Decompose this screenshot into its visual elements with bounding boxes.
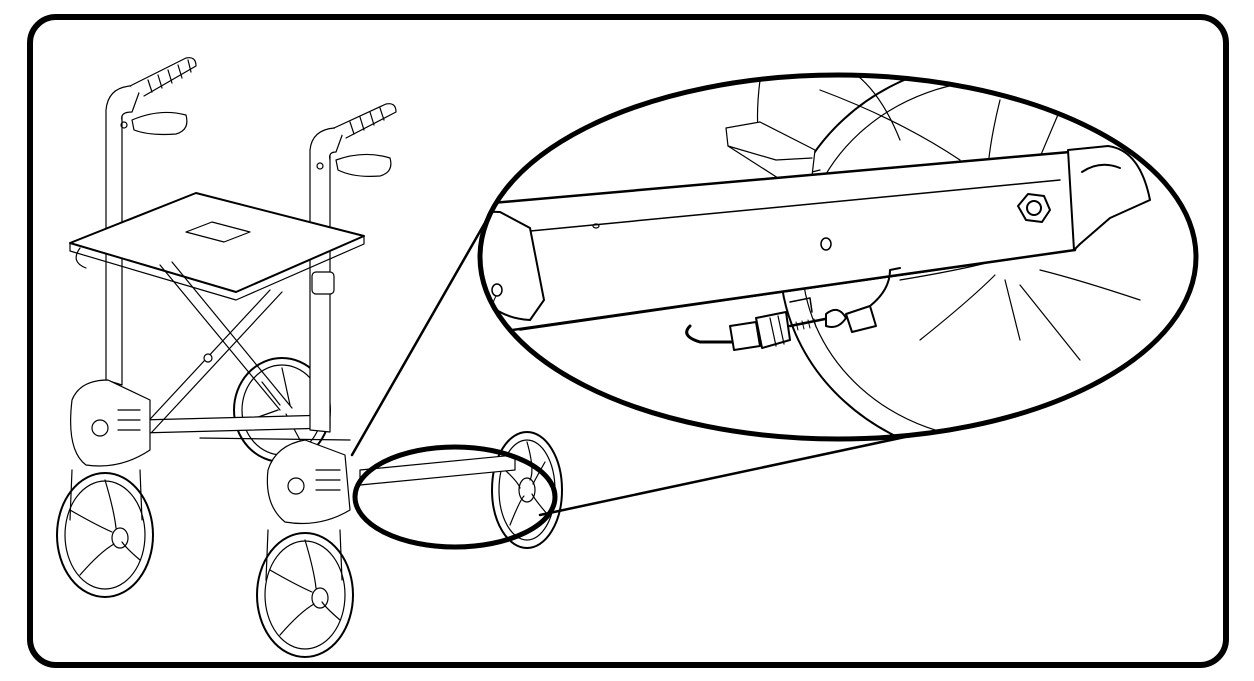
rollator-overview	[56, 57, 563, 658]
detail-cable-adjuster	[685, 267, 901, 351]
detail-hex-nut	[1017, 193, 1051, 223]
callout-connector	[350, 212, 907, 517]
seat	[69, 192, 365, 301]
x-frame	[139, 261, 293, 433]
detail-bracket	[1067, 145, 1151, 251]
right-handle-post	[309, 103, 397, 433]
callout-small-ellipse	[352, 444, 558, 550]
left-front-caster	[56, 379, 154, 598]
callout-large-ellipse	[477, 72, 1199, 442]
right-front-caster	[256, 439, 354, 658]
detail-view	[480, 75, 1196, 439]
detail-frame-tube	[480, 150, 1077, 338]
